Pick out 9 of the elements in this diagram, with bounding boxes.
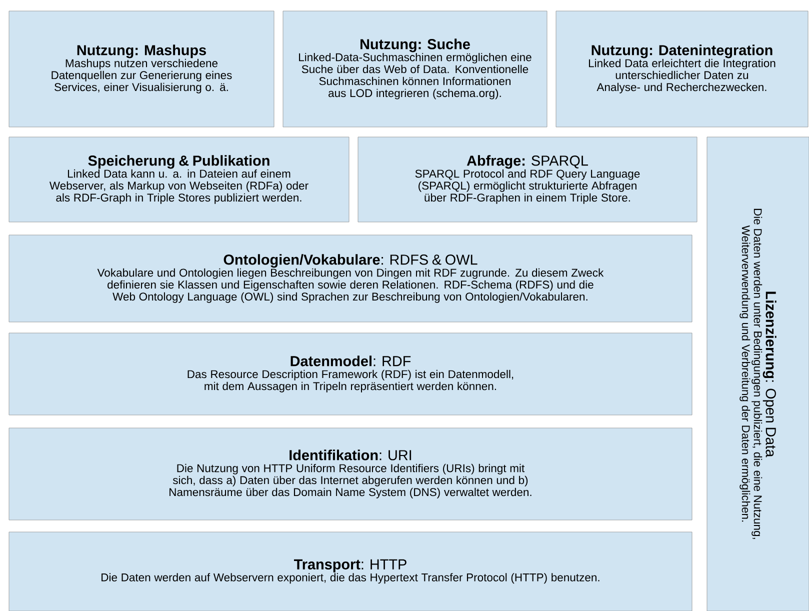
layer-box: Abfrage: SPARQL SPARQL Protocol and RDF Query Language (SPARQL) ermöglicht strukturierte Abfragen über RDF-Graphen in einem Triple Store. bbox=[358, 136, 698, 222]
layer-box: Identifikation: URI Die Nutzung von HTTP Uniform Resource Identifiers (URIs) bringt mit sich, dass a) Daten über das Internet abgerufen werden können und b) Namensräume über das Domain Name System (DNS) verwaltet werden. bbox=[8, 428, 692, 520]
layer-box: Nutzung: Mashups Mashups nutzen verschiedene Datenquellen zur Generierung eines Services, einer Visualisierung o. ä. bbox=[8, 10, 274, 128]
layer-box: Datenmodel: RDF Das Resource Description Framework (RDF) ist ein Datenmodell, mit dem Aussagen in Tripeln repräsentiert werden können. bbox=[8, 332, 692, 416]
layer-box: Nutzung: Suche Linked-Data-Suchmaschinen ermöglichen eine Suche über das Web of Data. Konventionelle Suchmaschinen können Informationen aus LOD integrieren (schema.org). bbox=[282, 10, 548, 128]
layer-box: Nutzung: Datenintegration Linked Data erleichtert die Integration unterschiedlicher Daten zu Analyse- und Recherchezwecken. bbox=[556, 10, 808, 128]
layer-box: Transport: HTTP Die Daten werden auf Webservern exponiert, die das Hypertext Transfer Protocol (HTTP) benutzen. bbox=[8, 532, 692, 611]
layer-box: Ontologien/Vokabulare: RDFS & OWL Vokabulare und Ontologien liegen Beschreibungen von Dingen mit RDF zugrunde. Zu diesem Zweck definieren sie Klassen und Eigenschaften sowie deren Relationen. RDF-Schema (RDFS) und die Web Ontology Language (OWL) sind Sprachen zur Beschreibung von Ontologien/Vokabularen. bbox=[8, 234, 692, 322]
layer-box: Speicherung & Publikation Linked Data kann u. a. in Dateien auf einem Webserver, als Markup von Webseiten (RDFa) oder als RDF-Graph in Triple Stores publiziert werden. bbox=[8, 136, 350, 222]
